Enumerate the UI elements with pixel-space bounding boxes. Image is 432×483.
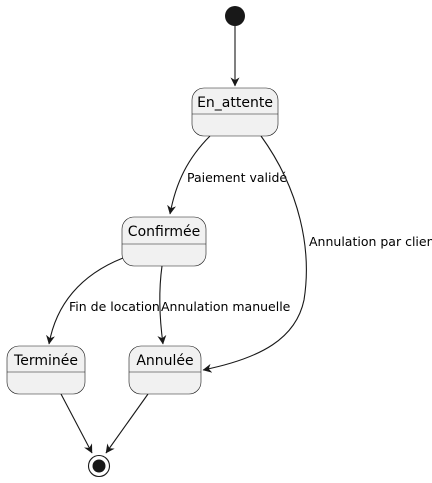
transition-confirmee-to-annulee [157,265,167,345]
transition-annulee-to-final [105,393,149,454]
transition-label-annulation-par-client: Annulation par client [309,234,432,249]
state-label-confirmee: Confirmée [128,224,200,240]
transition-en-attente-to-annulee [202,135,307,373]
state-annulee: Annulée [128,345,202,395]
transition-en-attente-to-confirmee [167,135,211,215]
state-confirmee: Confirmée [121,216,207,267]
state-en-attente: En_attente [191,87,279,137]
transition-label-fin-de-location: Fin de location [69,299,160,314]
transition-label-annulation-manuelle: Annulation manuelle [161,299,291,314]
state-terminee: Terminée [6,345,86,395]
initial-state-dot [225,6,245,26]
final-state [87,454,111,478]
state-label-terminee: Terminée [13,353,78,369]
state-label-en-attente: En_attente [197,95,273,111]
transition-terminee-to-final [60,393,93,454]
transition-label-paiement-valide: Paiement validé [187,170,287,185]
transition-confirmee-to-terminee [46,257,124,345]
state-label-annulee: Annulée [136,353,193,369]
